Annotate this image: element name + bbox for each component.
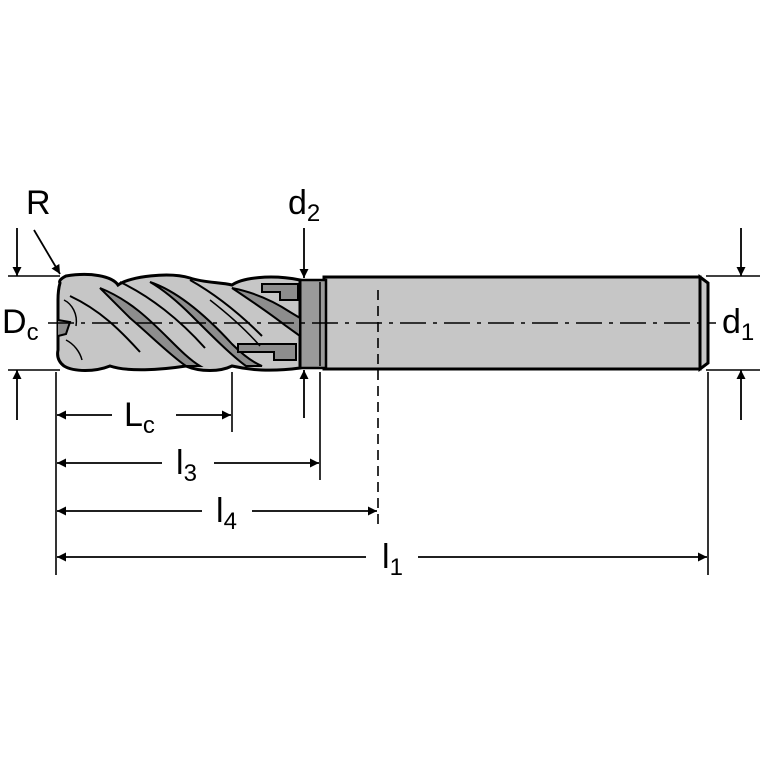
neck	[298, 278, 328, 370]
label-l3: l3	[176, 444, 197, 487]
flute-step-lower	[237, 343, 297, 361]
tip-notch	[57, 319, 72, 337]
cutting-part	[56, 272, 302, 372]
label-l1: l1	[382, 538, 403, 581]
horizontal-dimensions	[57, 410, 707, 562]
flute-band-1	[99, 287, 204, 367]
flute-band-2	[149, 281, 263, 367]
shank-chamfer	[698, 274, 710, 372]
label-lc: Lc	[124, 396, 155, 439]
neck-body	[298, 278, 328, 370]
label-l4: l4	[216, 492, 237, 535]
label-d2: d2	[288, 184, 320, 227]
flute-step-upper	[261, 283, 299, 301]
r-leader	[33, 229, 61, 275]
label-r: R	[26, 184, 51, 222]
label-d1: d1	[722, 303, 754, 346]
label-dc: Dc	[2, 303, 39, 346]
flute-band-3	[231, 287, 301, 338]
